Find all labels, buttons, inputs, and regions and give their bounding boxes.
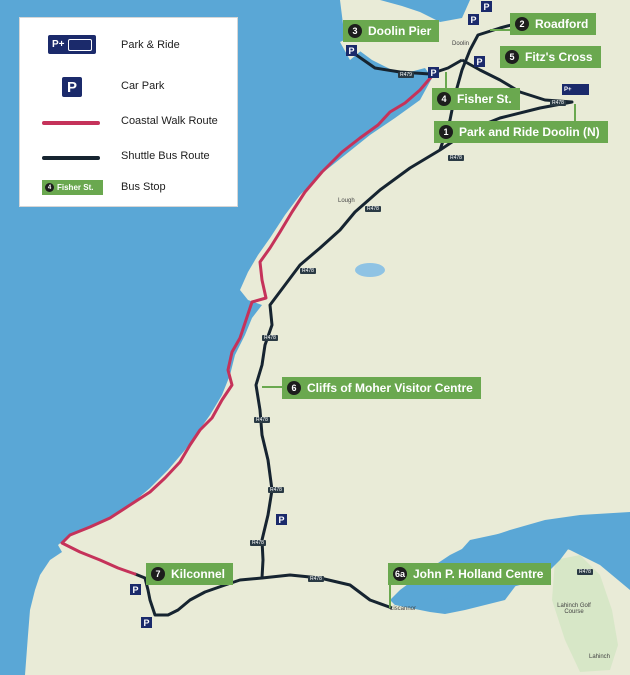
stop-name: Doolin Pier <box>368 24 432 38</box>
golf-course <box>552 555 618 672</box>
road-label-r478: R478 <box>254 417 270 423</box>
car-park-icon[interactable]: P <box>276 514 287 525</box>
stop-number: 1 <box>439 125 453 139</box>
place-label-lahinch-golf: Lahinch Golf Course <box>557 603 591 615</box>
stop-fitzs-cross[interactable]: 5 Fitz's Cross <box>500 46 601 68</box>
land <box>25 0 630 675</box>
car-park-icon[interactable]: P <box>428 67 439 78</box>
stop-name: Roadford <box>535 17 589 31</box>
stop-number: 6 <box>287 381 301 395</box>
coastal-walk-swatch <box>42 121 100 125</box>
shuttle-bus-swatch <box>42 156 100 160</box>
bus-stop-sample-name: Fisher St. <box>57 183 94 192</box>
park-ride-icon: P+ <box>48 35 96 54</box>
bus-stop-sample-number: 4 <box>45 183 54 192</box>
stop-park-and-ride-doolin[interactable]: 1 Park and Ride Doolin (N) <box>434 121 608 143</box>
legend-label-park-ride: Park & Ride <box>121 39 180 51</box>
park-ride-symbol: P+ <box>52 39 65 50</box>
stop-fisher-st[interactable]: 4 Fisher St. <box>432 88 520 110</box>
road-label-r478: R478 <box>250 540 266 546</box>
stop-cliffs-of-moher[interactable]: 6 Cliffs of Moher Visitor Centre <box>282 377 481 399</box>
coastal-walk-route <box>60 74 434 576</box>
stop-name: Kilconnel <box>171 567 226 581</box>
road-label-r478: R478 <box>448 155 464 161</box>
place-label-lough: Lough <box>338 198 355 204</box>
car-park-icon[interactable]: P <box>481 1 492 12</box>
stop-name: Fitz's Cross <box>525 50 593 64</box>
place-label-lahinch: Lahinch <box>589 654 611 660</box>
road-label-r478: R478 <box>300 268 316 274</box>
car-park-icon[interactable]: P <box>346 45 357 56</box>
stop-number: 4 <box>437 92 451 106</box>
stop-name: John P. Holland Centre <box>413 567 544 581</box>
stop-doolin-pier[interactable]: 3 Doolin Pier <box>343 20 440 42</box>
car-park-icon[interactable]: P <box>130 584 141 595</box>
stop-roadford[interactable]: 2 Roadford <box>510 13 597 35</box>
legend-label-shuttle-bus: Shuttle Bus Route <box>121 150 210 162</box>
bus-stop-sample: 4 Fisher St. <box>42 180 103 195</box>
car-park-icon[interactable]: P <box>468 14 479 25</box>
stop-john-p-holland[interactable]: 6a John P. Holland Centre <box>388 563 552 585</box>
stop-number: 7 <box>151 567 165 581</box>
car-park-icon[interactable]: P <box>474 56 485 67</box>
stop-name: Park and Ride Doolin (N) <box>459 125 600 139</box>
stop-number: 3 <box>348 24 362 38</box>
stop-kilconnel[interactable]: 7 Kilconnel <box>146 563 234 585</box>
stop-number: 6a <box>393 567 407 581</box>
place-label-doolin: Doolin <box>452 41 470 47</box>
park-ride-icon[interactable]: P+ <box>562 84 589 95</box>
bus-icon <box>67 38 92 51</box>
legend-label-coastal-walk: Coastal Walk Route <box>121 115 218 127</box>
stop-number: 2 <box>515 17 529 31</box>
road-label-r478: R478 <box>262 335 278 341</box>
road-label-r479: R479 <box>398 72 414 78</box>
legend: P+ Park & Ride P Car Park Coastal Walk R… <box>19 17 238 207</box>
shuttle-bus-route-liscannor <box>261 573 393 610</box>
stop-name: Fisher St. <box>457 92 512 106</box>
car-park-icon: P <box>62 77 82 97</box>
road-label-r478: R478 <box>268 487 284 493</box>
shuttle-bus-route-pier <box>351 50 463 76</box>
road-label-r478: R478 <box>577 569 593 575</box>
legend-label-bus-stop: Bus Stop <box>121 181 166 193</box>
legend-label-car-park: Car Park <box>121 80 165 92</box>
road-label-r478: R478 <box>365 206 381 212</box>
lake <box>355 263 385 277</box>
shuttle-bus-route-fitz <box>461 58 573 104</box>
place-label-liscannor: Liscannor <box>390 606 417 612</box>
stop-name: Cliffs of Moher Visitor Centre <box>307 381 473 395</box>
road-label-r478: R478 <box>308 576 324 582</box>
stop-number: 5 <box>505 50 519 64</box>
car-park-icon[interactable]: P <box>141 617 152 628</box>
road-label-r478: R478 <box>550 100 566 106</box>
